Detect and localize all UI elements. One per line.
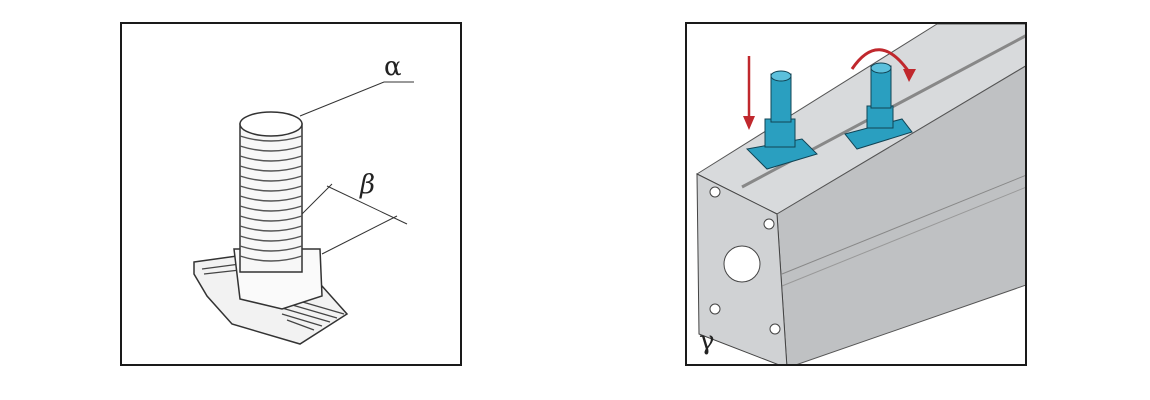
rotate-arrow-icon	[850, 48, 911, 73]
t-bolt-drawing-panel: α β	[120, 22, 462, 366]
label-gamma: γ	[699, 326, 715, 356]
profile-illustration	[695, 24, 1025, 364]
label-beta: β	[360, 170, 376, 200]
label-alpha: α	[384, 52, 402, 82]
aluminum-profile-panel: γ	[685, 22, 1027, 366]
t-bolt-illustration	[193, 81, 414, 345]
